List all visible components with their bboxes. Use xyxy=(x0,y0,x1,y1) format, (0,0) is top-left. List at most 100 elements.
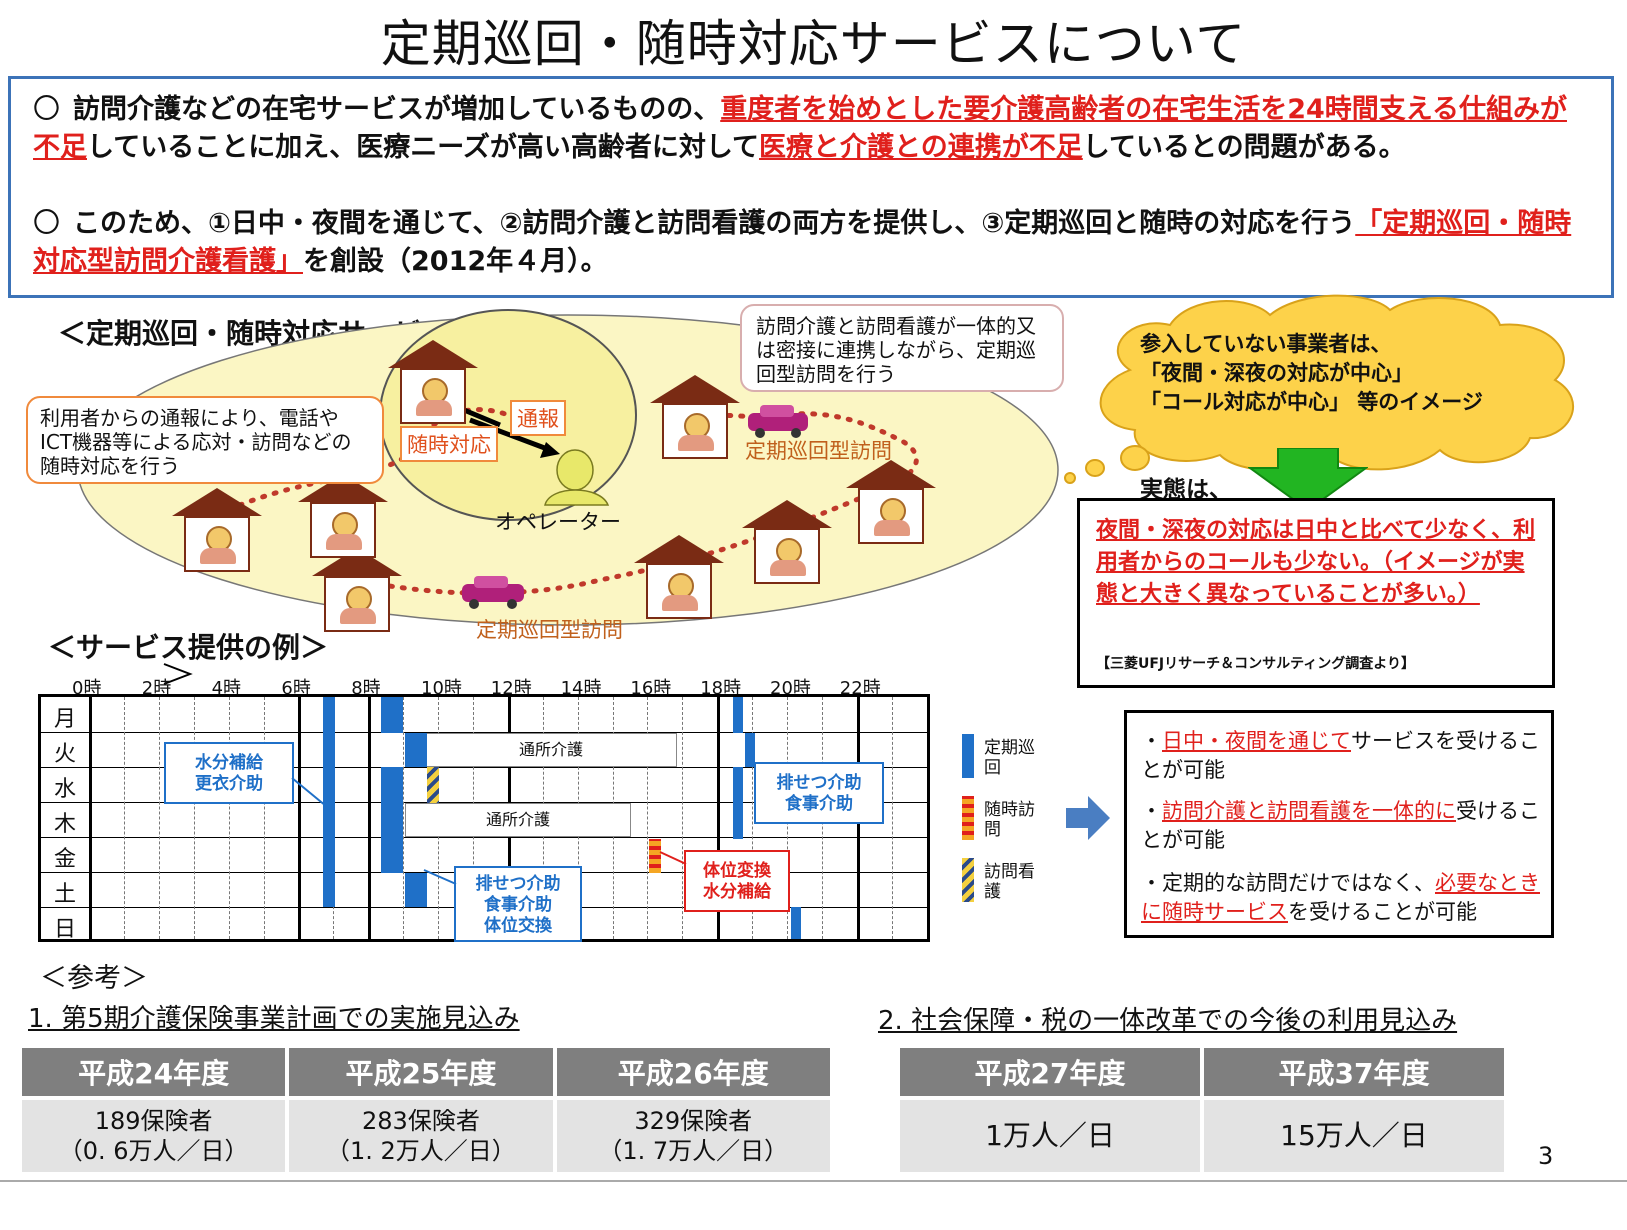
intro-emphasis: 「定期巡回・随時対応型訪問介護看護」 xyxy=(33,208,1572,277)
hour-gridline xyxy=(158,697,160,939)
note-fri: 体位変換 水分補給 xyxy=(684,850,790,912)
patrol-bar xyxy=(381,767,403,803)
table2-header: 平成27年度 xyxy=(900,1048,1200,1096)
legend-nursing-swatch xyxy=(962,858,974,902)
table2-header: 平成37年度 xyxy=(1204,1048,1504,1096)
hour-label: 0時 xyxy=(72,678,102,699)
patrol-bar xyxy=(381,697,403,733)
benefits-box: ・日中・夜間を通じてサービスを受けることが可能 ・訪問介護と訪問看護を一体的に受… xyxy=(1124,710,1554,938)
operator-label: オペレーター xyxy=(495,510,621,534)
hour-gridline xyxy=(89,697,92,939)
pointer-line xyxy=(291,777,327,807)
intro-box: 〇訪問介護などの在宅サービスが増加しているものの、重度者を始めとした要介護高齢者… xyxy=(8,76,1614,298)
day-label: 木 xyxy=(53,812,76,837)
row-divider xyxy=(41,837,927,838)
callout-patrol: 訪問介護と訪問看護が一体的又は密接に連携しながら、定期巡回型訪問を行う xyxy=(740,304,1064,392)
on-demand-bar xyxy=(649,839,661,873)
hour-gridline xyxy=(403,697,405,939)
note-water-change: 水分補給 更衣介助 xyxy=(164,742,294,804)
day-label: 金 xyxy=(53,847,76,872)
legend-ondemand-label: 随時訪問 xyxy=(984,800,1035,840)
down-arrow-icon xyxy=(1248,448,1368,512)
benefit-2: ・訪問介護と訪問看護を一体的に受けることが可能 xyxy=(1141,799,1540,852)
intro-text: このため、①日中・夜間を通じて、②訪問介護と訪問看護の両方を提供し、③定期巡回と… xyxy=(73,208,1356,239)
intro-text: していることに加え、医療ニーズが高い高齢者に対して xyxy=(87,132,760,163)
house-icon xyxy=(846,460,936,550)
chevron-right-icon xyxy=(163,663,193,685)
patrol-label: 定期巡回型訪問 xyxy=(745,439,892,463)
footer-rule xyxy=(0,1180,1627,1182)
intro-text: しているとの問題がある。 xyxy=(1082,132,1406,163)
intro-text: を創設（2012年４月）。 xyxy=(303,246,608,277)
row-divider xyxy=(41,732,927,733)
table1-cell: 189保険者（0. 6万人／日） xyxy=(22,1100,286,1172)
reality-text: 夜間・深夜の対応は日中と比べて少なく、利用者からのコールも少ない。（イメージが実… xyxy=(1096,518,1536,607)
table2-title: 2. 社会保障・税の一体改革での今後の利用見込み xyxy=(878,1006,1458,1036)
hour-gridline xyxy=(368,697,372,939)
table-1: 平成24年度 平成25年度 平成26年度 189保険者（0. 6万人／日） 28… xyxy=(18,1044,834,1176)
service-schedule-grid: 月火水木金土日 通所介護 通所介護 xyxy=(38,694,930,942)
table1-cell: 283保険者（1. 2万人／日） xyxy=(289,1100,553,1172)
patrol-bar xyxy=(381,803,403,839)
pointer-line xyxy=(423,869,457,885)
hour-label: 8時 xyxy=(351,678,381,699)
hour-label: 14時 xyxy=(560,678,602,699)
cloud-text: 参入していない事業者は、 「夜間・深夜の対応が中心」 「コール対応が中心」 等の… xyxy=(1140,330,1483,417)
hour-label: 10時 xyxy=(421,678,462,699)
table2-cell: 15万人／日 xyxy=(1204,1100,1504,1172)
table1-cell: 329保険者（1. 7万人／日） xyxy=(556,1100,830,1172)
hour-gridline xyxy=(752,697,754,939)
house-icon xyxy=(298,474,388,564)
table1-title: 1. 第5期介護保険事業計画での実施見込み xyxy=(28,1004,520,1034)
day-service-bar: 通所介護 xyxy=(405,803,631,837)
patrol-bar xyxy=(405,873,427,907)
patrol-bar xyxy=(323,697,335,907)
hour-gridline xyxy=(263,697,265,939)
table2-cell: 1万人／日 xyxy=(900,1100,1200,1172)
hour-gridline xyxy=(298,697,302,939)
reality-source: 【三菱UFJリサーチ＆コンサルティング調査より】 xyxy=(1096,656,1416,672)
car-icon xyxy=(462,576,524,609)
hour-gridline xyxy=(228,697,230,939)
thought-cloud xyxy=(1064,294,1574,484)
day-label: 土 xyxy=(53,882,76,907)
day-label: 日 xyxy=(53,917,76,942)
legend-patrol-label: 定期巡回 xyxy=(984,738,1035,778)
house-icon xyxy=(742,500,832,590)
patrol-bar xyxy=(405,733,427,767)
day-label: 月 xyxy=(53,707,76,732)
cloud-line: 「コール対応が中心」 等のイメージ xyxy=(1140,390,1483,414)
hour-label: 4時 xyxy=(211,678,242,699)
hour-gridline xyxy=(647,697,649,939)
hour-gridline xyxy=(891,697,893,939)
hour-gridline xyxy=(193,697,195,939)
hour-label: 20時 xyxy=(770,678,811,699)
legend-patrol-swatch xyxy=(962,734,974,778)
intro-paragraph-1: 〇訪問介護などの在宅サービスが増加しているものの、重度者を始めとした要介護高齢者… xyxy=(33,91,1593,167)
arrow-head xyxy=(540,442,560,458)
intro-text: 訪問介護などの在宅サービスが増加しているものの、 xyxy=(73,94,721,125)
note-sat: 排せつ介助 食事介助 体位交換 xyxy=(454,866,582,942)
schedule-heading: ＜サービス提供の例＞ xyxy=(48,631,329,664)
patrol-bar xyxy=(791,907,801,939)
hour-label: 18時 xyxy=(700,678,742,699)
tag-report: 通報 xyxy=(510,400,566,436)
hour-gridline xyxy=(682,697,684,939)
patrol-bar xyxy=(745,733,755,767)
hour-label: 2時 xyxy=(141,678,172,699)
table-2: 平成27年度 平成37年度 1万人／日 15万人／日 xyxy=(896,1044,1508,1176)
hour-gridline xyxy=(717,697,721,939)
house-icon xyxy=(388,340,478,430)
cloud-line: 参入していない事業者は、 xyxy=(1140,332,1392,356)
intro-paragraph-2: 〇このため、①日中・夜間を通じて、②訪問介護と訪問看護の両方を提供し、③定期巡回… xyxy=(33,205,1593,281)
intro-emphasis: 重度者を始めとした要介護高齢者の在宅生活を24時間支える仕組みが不足 xyxy=(33,94,1567,163)
patrol-bar xyxy=(733,697,743,733)
table1-header: 平成24年度 xyxy=(22,1048,286,1096)
nursing-bar xyxy=(427,767,439,803)
hour-label: 16時 xyxy=(630,678,672,699)
note-toilet-meal: 排せつ介助 食事介助 xyxy=(754,762,884,824)
table1-header: 平成26年度 xyxy=(556,1048,830,1096)
hour-label: 22時 xyxy=(839,678,881,699)
reference-heading: ＜参考＞ xyxy=(40,963,148,994)
benefit-3: ・定期的な訪問だけではなく、必要なときに随時サービスを受けることが可能 xyxy=(1141,871,1540,924)
